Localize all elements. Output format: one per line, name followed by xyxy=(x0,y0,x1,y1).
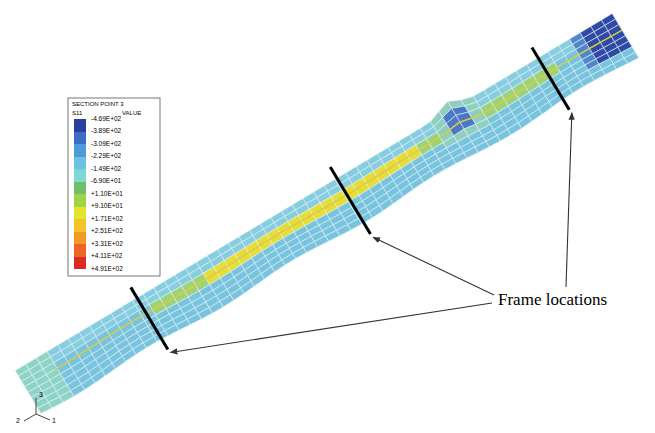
axis-label: 1 xyxy=(52,417,56,424)
leader-arrow xyxy=(170,303,492,352)
legend-swatch xyxy=(74,219,86,232)
legend-swatch xyxy=(74,257,86,270)
legend-swatch xyxy=(74,232,86,245)
column-header: VALUE xyxy=(122,110,141,116)
callout-text: Frame locations xyxy=(498,291,607,308)
axis-line xyxy=(24,414,36,421)
legend-value: -4.69E+02 xyxy=(91,116,121,123)
axis-label: 2 xyxy=(16,417,20,424)
legend-value: +4.11E+02 xyxy=(91,253,122,260)
panel-mesh xyxy=(15,14,639,414)
legend-value: -1.49E+02 xyxy=(91,166,121,173)
frame-line xyxy=(131,287,168,349)
leader-arrow xyxy=(566,113,572,287)
legend-frame xyxy=(68,98,160,276)
mesh-element xyxy=(624,52,638,63)
frame-line xyxy=(532,47,569,109)
legend-value: +3.31E+02 xyxy=(91,241,123,248)
legend-value: +2.51E+02 xyxy=(91,228,123,235)
legend-swatch xyxy=(74,207,86,220)
legend-swatch xyxy=(74,169,86,182)
legend-swatch xyxy=(74,144,86,157)
axis-line xyxy=(36,398,37,414)
variable-name: S11 xyxy=(72,110,82,116)
axis-label: 3 xyxy=(39,391,43,398)
legend-value: +1.10E+01 xyxy=(91,191,123,198)
legend-value: -2.29E+02 xyxy=(91,153,121,160)
legend-value: -3.89E+02 xyxy=(91,128,121,135)
axis-line xyxy=(36,414,50,420)
leader-arrow xyxy=(373,237,494,295)
legend-value: -3.09E+02 xyxy=(91,141,121,148)
legend-swatch xyxy=(74,119,86,132)
legend-swatch xyxy=(74,194,86,207)
legend-swatch xyxy=(74,157,86,170)
legend-swatch xyxy=(74,244,86,257)
stiffener-ridge xyxy=(55,30,622,369)
legend-header: SECTION POINT 3 xyxy=(72,101,124,107)
legend-value: +9.10E+01 xyxy=(91,203,123,210)
axis-triad xyxy=(24,398,50,421)
frame-line xyxy=(330,167,370,234)
legend-value: +1.71E+02 xyxy=(91,216,123,223)
legend-swatch xyxy=(74,182,86,195)
legend-value: -6.90E+01 xyxy=(91,178,121,185)
leader-arrows xyxy=(170,113,571,353)
legend-swatch xyxy=(74,132,86,145)
legend-value: +4.91E+02 xyxy=(91,266,123,273)
